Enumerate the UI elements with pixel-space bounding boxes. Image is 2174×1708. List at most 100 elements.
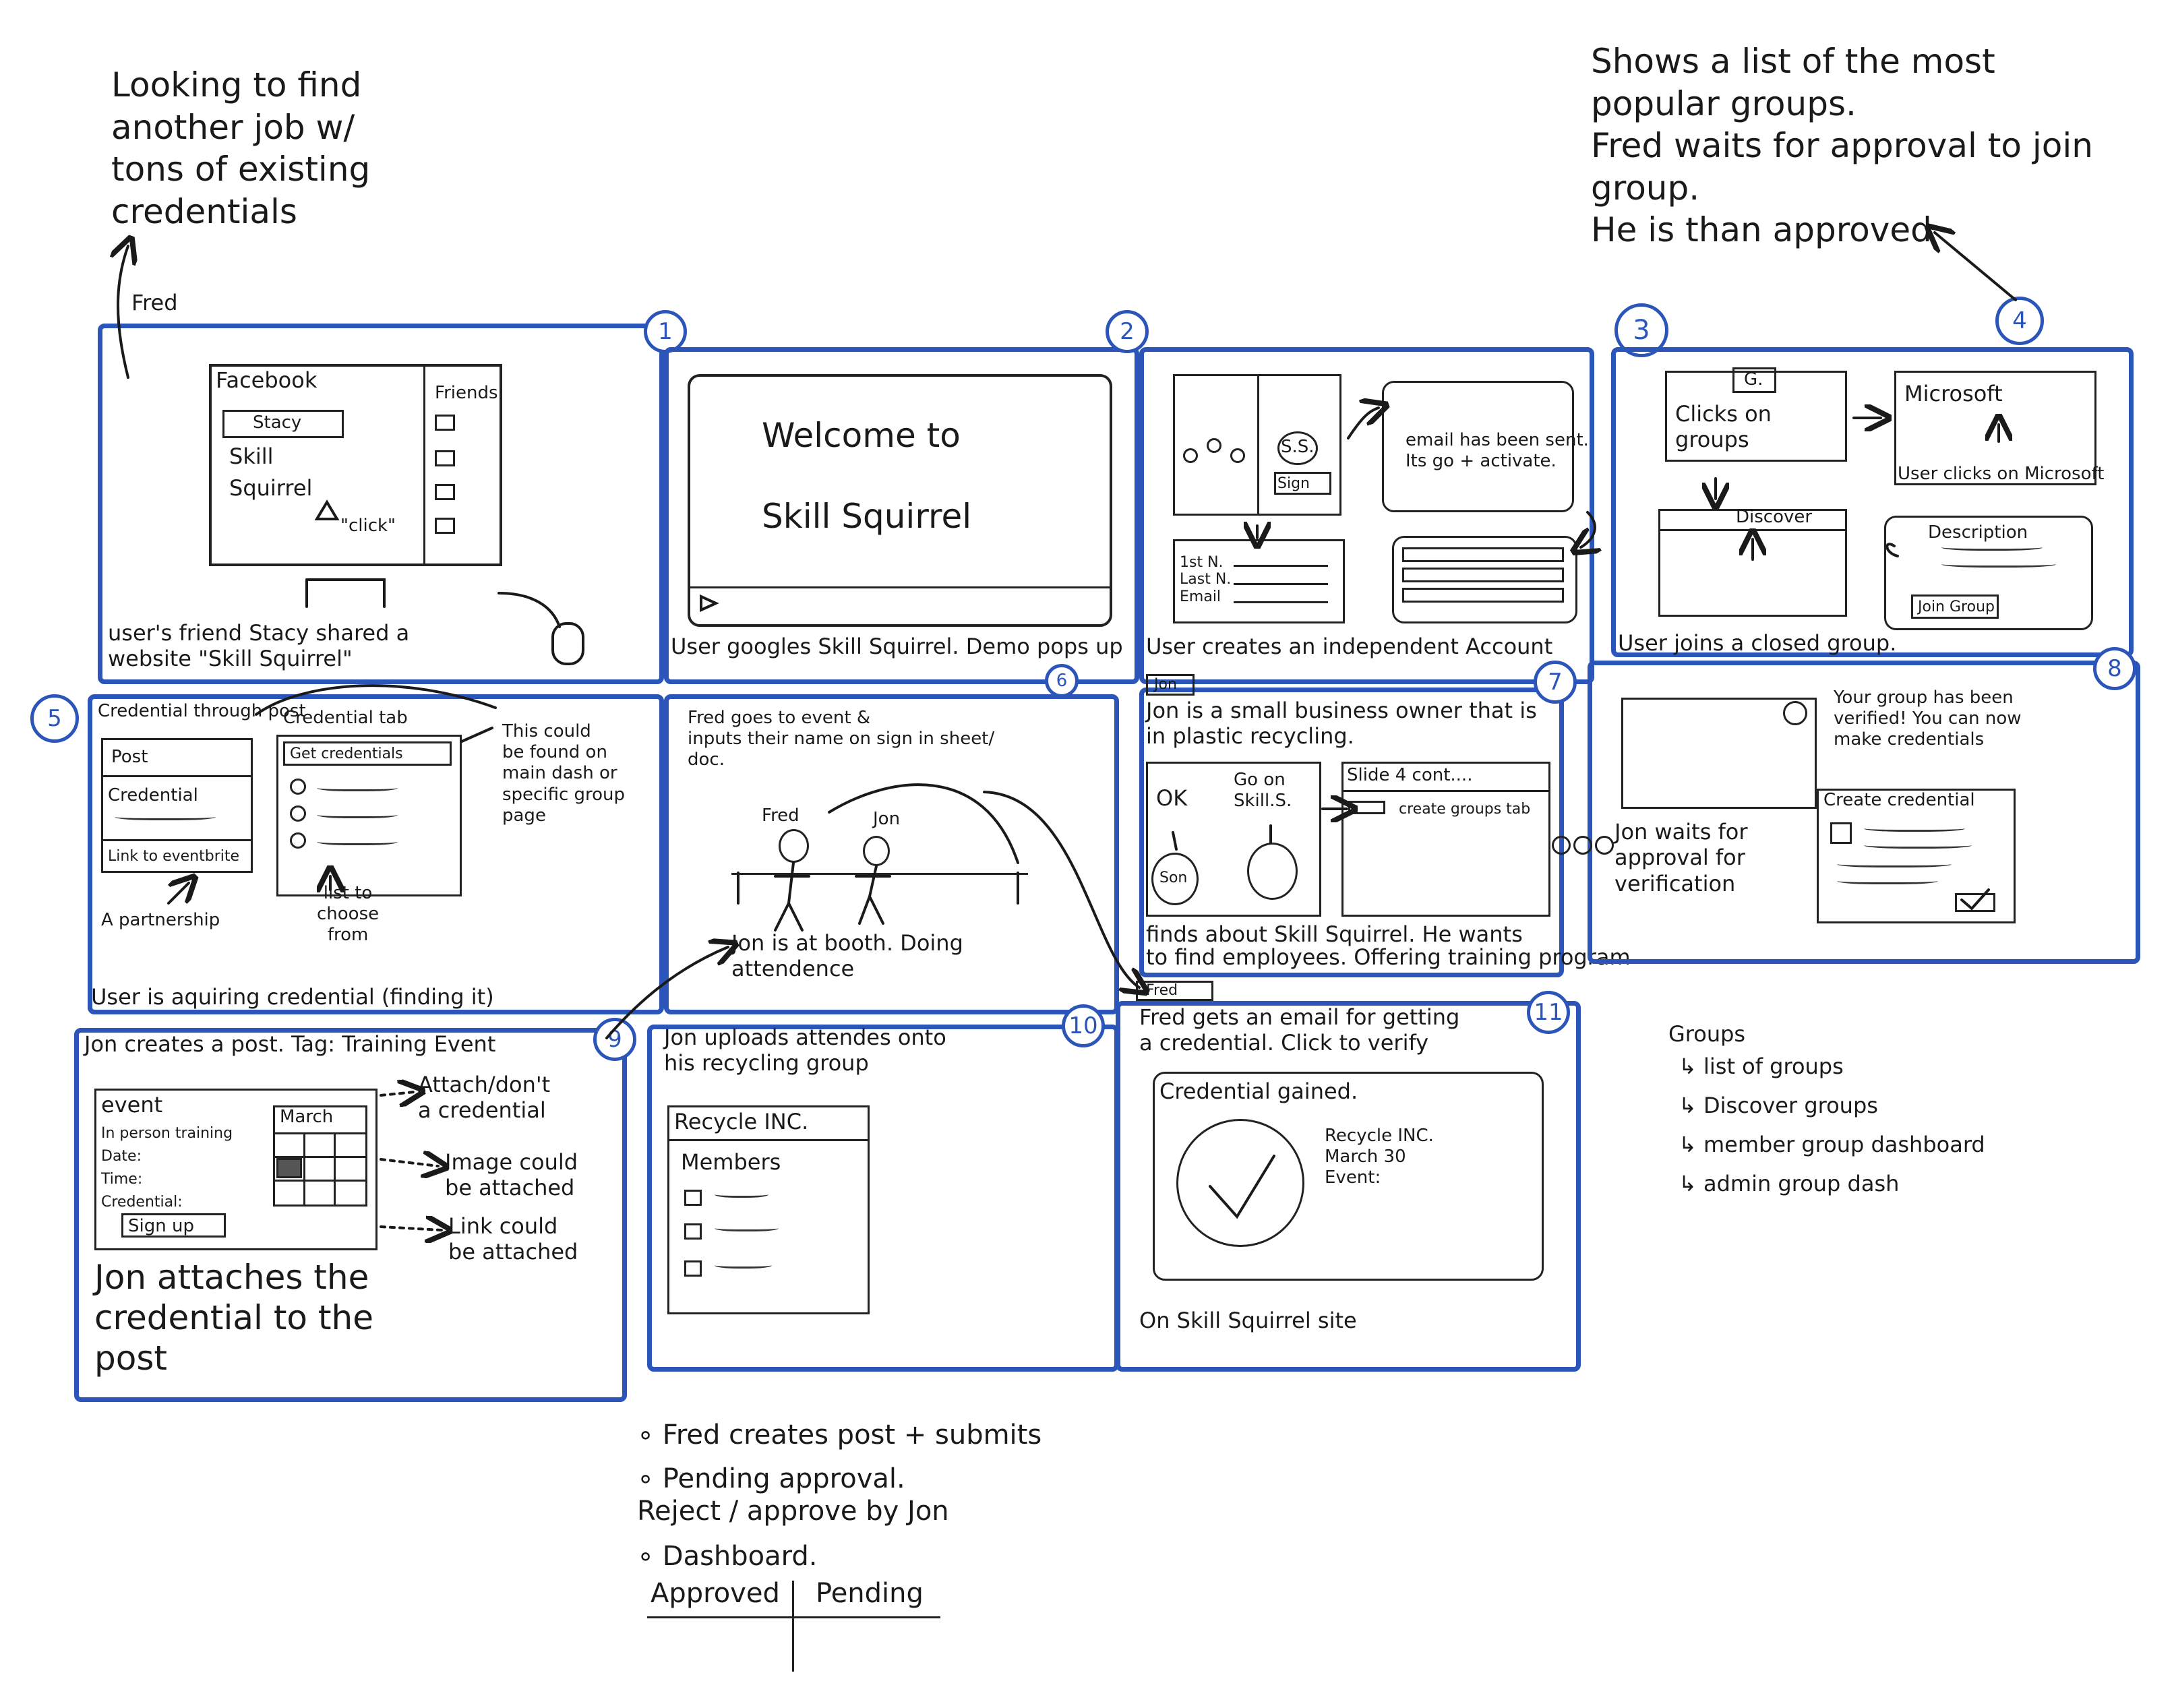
credential-tab-label: Credential tab	[283, 708, 408, 728]
groups-item-3: ↳ member group dashboard	[1679, 1132, 1985, 1157]
panel-number-6: 6	[1045, 664, 1079, 698]
recycle-inc-title: Recycle INC.	[674, 1109, 809, 1134]
group-verified-text: Your group has been verified! You can no…	[1834, 688, 2022, 750]
bottom-item-3: ∘ Dashboard.	[637, 1541, 818, 1572]
link-attached: Link could be attached	[448, 1213, 578, 1265]
post-label: Post	[111, 747, 148, 767]
blank-screen	[1621, 698, 1817, 809]
post-stacy: Stacy	[253, 413, 302, 433]
event-form	[94, 1089, 378, 1250]
panel-number-4: 4	[1995, 297, 2044, 345]
jon-waits-text: Jon waits for approval for verification	[1614, 819, 1748, 896]
jon-owner-text: Jon is a small business owner that is in…	[1146, 698, 1537, 750]
create-groups-tab: create groups tab	[1399, 801, 1531, 818]
event-fields: In person training Date: Time: Credentia…	[101, 1125, 233, 1211]
keyboard-screen	[1392, 536, 1577, 623]
top-left-note: Looking to find another job w/ tons of e…	[111, 65, 371, 231]
panel-5-caption: User is aquiring credential (finding it)	[91, 984, 494, 1010]
groups-item-1: ↳ list of groups	[1679, 1054, 1844, 1079]
fred-email-text: Fred gets an email for getting a credent…	[1139, 1004, 1460, 1056]
top-right-note: Shows a list of the most popular groups.…	[1591, 42, 2093, 249]
conversation-screen	[1146, 762, 1321, 917]
g-tab: G.	[1744, 369, 1763, 390]
panel-number-11: 11	[1527, 991, 1570, 1034]
ss-logo: S.S.	[1281, 437, 1315, 457]
found-on-dash-note: This could be found on main dash or spec…	[502, 721, 626, 826]
click-label: "click"	[340, 516, 396, 536]
panel-4-caption: User joins a closed group.	[1618, 630, 1897, 656]
panel-number-10: 10	[1062, 1004, 1105, 1047]
check-icon	[1176, 1119, 1304, 1247]
panel-3-caption: User creates an independent Account	[1146, 634, 1553, 659]
fred-event-text: Fred goes to event & inputs their name o…	[688, 708, 995, 770]
panel-11-caption: On Skill Squirrel site	[1139, 1308, 1357, 1333]
credential-gained-title: Credential gained.	[1159, 1078, 1358, 1104]
panel-1-caption: user's friend Stacy shared a website "Sk…	[108, 620, 410, 672]
email-sent-message: email has been sent. Its go + activate.	[1406, 430, 1589, 472]
credential-info: Recycle INC. March 30 Event:	[1325, 1126, 1434, 1188]
create-credential-label: Create credential	[1823, 790, 1975, 810]
march-label: March	[280, 1107, 334, 1127]
shared-post	[222, 410, 344, 438]
get-credentials: Get credentials	[290, 745, 403, 762]
facebook-title: Facebook	[216, 367, 318, 393]
create-credential-screen	[1817, 789, 2016, 923]
bottom-item-2: ∘ Pending approval. Reject / approve by …	[637, 1463, 949, 1527]
booth-note: Jon is at booth. Doing attendence	[731, 930, 963, 982]
jon-attaches-text: Jon attaches the credential to the post	[94, 1258, 373, 1378]
go-on-skill-bubble: Go on Skill.S.	[1234, 770, 1292, 812]
panel-number-2: 2	[1106, 310, 1149, 353]
attach-credential: Attach/don't a credential	[418, 1072, 551, 1124]
panel-1	[98, 324, 664, 684]
jon-tag: Jon	[1154, 676, 1177, 693]
approved-column: Approved	[651, 1578, 780, 1609]
panel-4	[1611, 347, 2134, 657]
panel-11	[1116, 1001, 1581, 1372]
link-eventbrite: Link to eventbrite	[108, 848, 240, 865]
discover-tab: Discover	[1736, 507, 1813, 527]
welcome-line-1: Welcome to	[762, 416, 961, 455]
panel-9	[74, 1028, 627, 1402]
panel-7-caption: finds about Skill Squirrel. He wants to …	[1146, 921, 1631, 970]
members-label: Members	[681, 1149, 781, 1175]
description-screen	[1884, 516, 2093, 630]
event-label: event	[101, 1092, 163, 1118]
image-attached: Image could be attached	[445, 1149, 578, 1201]
jon-creates-post: Jon creates a post. Tag: Training Event	[84, 1031, 496, 1057]
partnership-label: A partnership	[101, 910, 220, 930]
join-group-button: Join Group	[1918, 599, 1995, 615]
credential-label: Credential	[108, 785, 198, 805]
slide-cont-label: Slide 4 cont....	[1347, 765, 1473, 785]
credential-through-post: Credential through post	[98, 701, 306, 721]
panel-number-8: 8	[2093, 647, 2136, 690]
panel-number-9: 9	[593, 1018, 636, 1061]
groups-title: Groups	[1668, 1021, 1746, 1047]
panel-8	[1588, 661, 2140, 964]
bottom-item-1: ∘ Fred creates post + submits	[637, 1420, 1042, 1451]
demo-video-frame	[688, 374, 1112, 627]
fred-tag: Fred	[1146, 982, 1178, 999]
panel-2	[664, 347, 1139, 684]
friends-label: Friends	[435, 383, 498, 403]
fred-label: Fred	[131, 290, 178, 315]
signup-form-fields: 1st N. Last N. Email	[1180, 554, 1232, 605]
post-skill: Skill	[229, 444, 274, 469]
description-label: Description	[1928, 522, 2028, 543]
microsoft-screen	[1894, 371, 2096, 485]
groups-item-4: ↳ admin group dash	[1679, 1171, 1900, 1196]
sign-up-button: Sign up	[128, 1216, 194, 1236]
groups-item-2: ↳ Discover groups	[1679, 1093, 1878, 1118]
credential-gained-screen	[1153, 1072, 1544, 1281]
ok-bubble: OK	[1156, 785, 1188, 811]
welcome-line-2: Skill Squirrel	[762, 497, 972, 536]
fred-figure-label: Fred	[762, 805, 799, 826]
microsoft-title: Microsoft	[1904, 381, 2003, 406]
groups-screen	[1665, 371, 1847, 462]
slide-screen	[1341, 762, 1550, 917]
panel-number-5: 5	[30, 694, 79, 743]
sign-button: Sign	[1277, 475, 1310, 492]
user-clicks-microsoft: User clicks on Microsoft	[1898, 464, 2105, 484]
clicks-groups: Clicks on groups	[1675, 401, 1772, 453]
discover-screen	[1658, 509, 1847, 617]
credential-tab-screen	[276, 735, 462, 896]
